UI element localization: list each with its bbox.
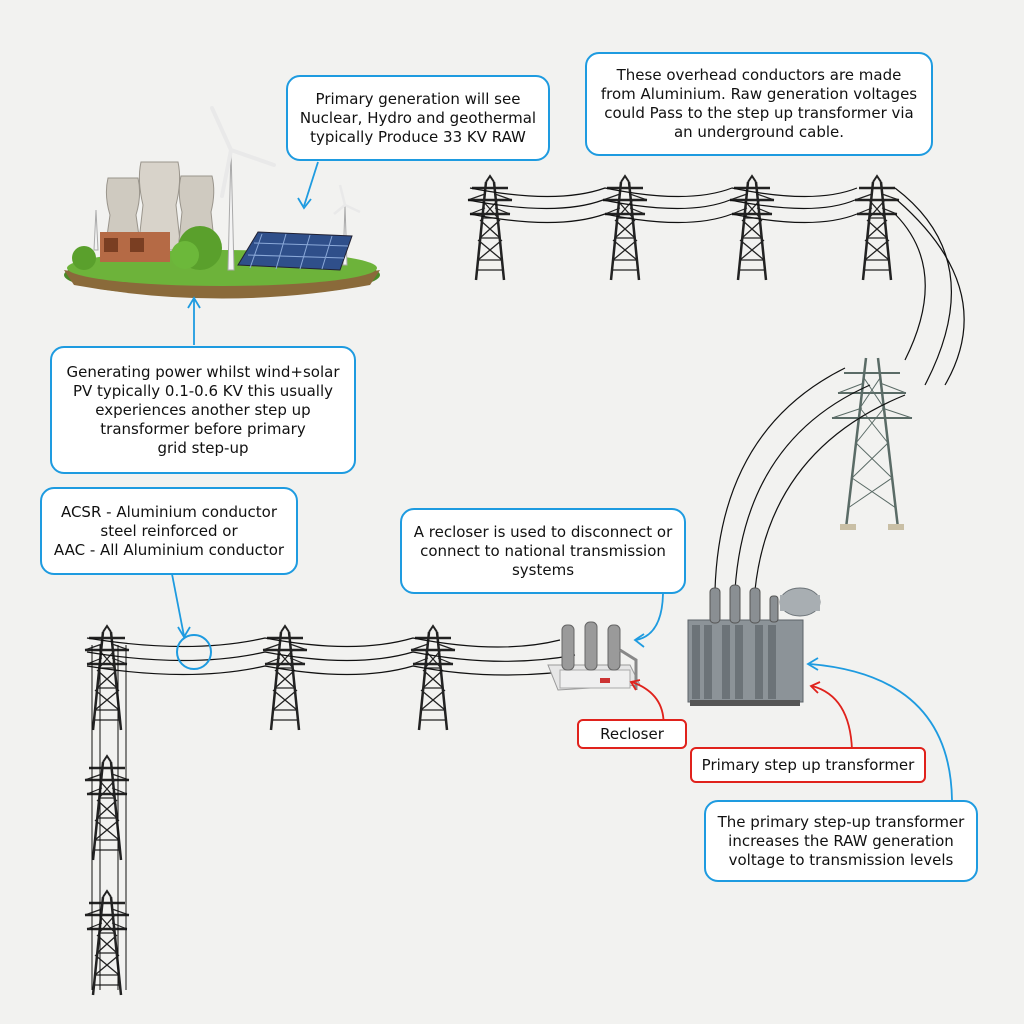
recloser-icon xyxy=(547,621,641,691)
recloser-label: Recloser xyxy=(577,719,687,749)
primary-generation-callout: Primary generation will see Nuclear, Hyd… xyxy=(286,75,550,161)
top-transmission-line xyxy=(466,174,965,386)
bottom-transmission-line xyxy=(83,624,591,997)
acsr-callout: ACSR - Aluminium conductor steel reinfor… xyxy=(40,487,298,575)
step-up-info-callout: The primary step-up transformer increase… xyxy=(704,800,978,882)
conductor-highlight-circle xyxy=(176,634,212,670)
transmission-tower-icon xyxy=(853,174,901,282)
overhead-conductors-callout: These overhead conductors are made from … xyxy=(585,52,933,156)
lattice-tower-icon xyxy=(830,356,914,532)
transformer-feed-cables xyxy=(714,367,906,591)
transformer-icon xyxy=(687,584,821,706)
primary-step-up-transformer-label: Primary step up transformer xyxy=(690,747,926,783)
power-plant-island-icon xyxy=(64,106,380,299)
wind-solar-callout: Generating power whilst wind+solar PV ty… xyxy=(50,346,356,474)
recloser-info-callout: A recloser is used to disconnect or conn… xyxy=(400,508,686,594)
